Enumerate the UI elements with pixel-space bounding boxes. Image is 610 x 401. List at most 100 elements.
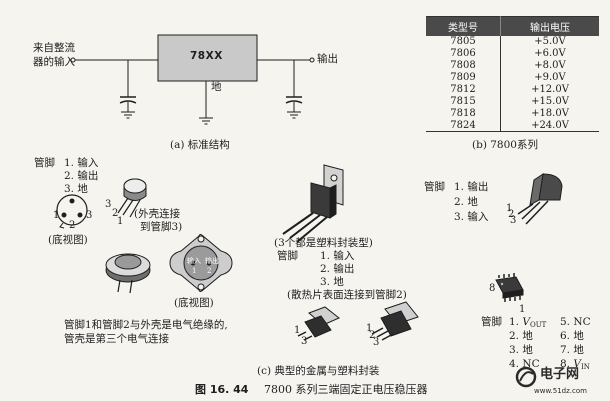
input-label-line1: 来自整流 bbox=[33, 42, 75, 54]
table-row: 7815 +15.0V bbox=[426, 95, 599, 108]
output-label: 输出 bbox=[317, 53, 338, 65]
to3-pin-1-number: 1 bbox=[192, 267, 197, 275]
input-label-line2: 器的输入 bbox=[33, 56, 75, 68]
ground-symbol-input-cap bbox=[121, 111, 135, 119]
soic-pin-8-name: V bbox=[573, 358, 581, 370]
voltage-cell: +12.0V bbox=[500, 83, 599, 96]
soic-pin-4-num: 4. bbox=[509, 358, 520, 370]
figure-caption: 图 16. 44 7800 系列三端固定正电压稳压器 bbox=[195, 384, 427, 395]
plastic-note: (3个都是塑料封装型) bbox=[274, 237, 373, 249]
to39-bottom-view-label: (底视图) bbox=[48, 234, 88, 246]
to39-side-pin-3: 3 bbox=[105, 199, 112, 210]
d2pak-package bbox=[371, 301, 419, 341]
input-terminal bbox=[70, 57, 76, 63]
soic-pin-5-name: NC bbox=[573, 316, 591, 328]
soic-pin-7-name: 地 bbox=[573, 344, 584, 356]
d2pak-pin-1-number: 1 bbox=[366, 323, 373, 334]
soic-pin-4: 4. NC bbox=[509, 359, 540, 370]
to39-bottom-view bbox=[56, 194, 88, 229]
table-row: 7818+18.0V bbox=[426, 107, 599, 120]
soic-pin-3-name: 地 bbox=[522, 344, 533, 356]
soic8-package bbox=[495, 273, 524, 302]
type-cell: 7806 bbox=[450, 48, 476, 60]
to92-package bbox=[517, 172, 563, 225]
series-table: 类型号 输出电压 7805+5.0V 7806+6.0V 7808+8.0V 7… bbox=[426, 16, 599, 133]
plastic-pin-1: 1. 输入 bbox=[320, 250, 355, 262]
table-row: 7808 +8.0V bbox=[426, 59, 599, 72]
to3-bottom-view bbox=[169, 234, 233, 292]
soic-pin-2: 2. 地 bbox=[509, 331, 533, 342]
to3-pin-out-label: 输出 bbox=[205, 257, 219, 265]
soic-pin-6-name: 地 bbox=[573, 330, 584, 342]
soic-pin-1-num: 1. bbox=[509, 316, 520, 328]
to92-pin-2-number: 2 bbox=[508, 209, 515, 220]
soic-pin-8: 8. VIN bbox=[560, 359, 590, 371]
to92-pin-2: 2. 地 bbox=[454, 196, 478, 208]
caption-b: (b) 7800系列 bbox=[472, 139, 538, 151]
to92-pin-1-number: 1 bbox=[506, 203, 513, 214]
watermark-logo-icon bbox=[515, 366, 537, 388]
to92-pin-3-number: 3 bbox=[510, 215, 517, 226]
output-terminal bbox=[309, 57, 315, 63]
to39-pin-1-number: 1 bbox=[53, 210, 60, 221]
dpak-pin-3-number: 3 bbox=[301, 336, 308, 347]
metal-pin-1: 1. 输入 bbox=[64, 157, 99, 169]
case-note-line2: 到管脚3) bbox=[140, 221, 183, 233]
header-voltage: 输出电压 bbox=[500, 16, 599, 36]
to92-pin-1: 1. 输出 bbox=[454, 181, 489, 193]
case-note-line1: (外壳连接 bbox=[134, 208, 181, 220]
soic-pin-1: 1. VOUT bbox=[509, 317, 546, 329]
to3-pin-2-number: 2 bbox=[207, 267, 212, 275]
ground-symbol-output-cap bbox=[287, 111, 301, 119]
soic-pin-4-name: NC bbox=[522, 358, 540, 370]
to3-package bbox=[105, 253, 151, 294]
type-cell: 7815 bbox=[450, 95, 476, 107]
soic-pin-7: 7. 地 bbox=[560, 345, 584, 356]
ground-symbol-regulator bbox=[199, 117, 213, 125]
soic-pin-8-num: 8. bbox=[560, 358, 571, 370]
part-number-label: 78XX bbox=[190, 50, 223, 62]
soic-pin-8-number: 8 bbox=[489, 283, 496, 294]
to92-pin-title: 管脚 bbox=[424, 181, 445, 193]
soic-pin-8-sub: IN bbox=[580, 363, 590, 371]
voltage-cell: +9.0V bbox=[500, 71, 599, 84]
soic-pin-1-name: V bbox=[522, 316, 530, 328]
plastic-pin-title: 管脚 bbox=[277, 250, 298, 262]
heatsink-note: (散热片表面连接到管脚2) bbox=[287, 289, 407, 301]
voltage-cell: +24.0V bbox=[500, 119, 599, 133]
to3-pin-in-label: 输入 bbox=[187, 257, 201, 265]
dpak-package bbox=[297, 306, 340, 341]
to39-side-pin-2: 2 bbox=[112, 208, 119, 219]
ground-label: 地 bbox=[211, 81, 222, 93]
voltage-cell: +8.0V bbox=[500, 59, 599, 72]
table-row: 7824+24.0V bbox=[426, 119, 599, 133]
plastic-pin-3: 3. 地 bbox=[320, 276, 344, 288]
table-row: 7812 +12.0V bbox=[426, 83, 599, 96]
to39-pin-2-number: 2 bbox=[69, 220, 76, 231]
soic-pin-6-num: 6. bbox=[560, 330, 571, 342]
soic-pin-title: 管脚 bbox=[481, 316, 502, 328]
type-cell: 7808 bbox=[450, 60, 476, 72]
voltage-cell: +5.0V bbox=[500, 36, 599, 48]
type-cell: 7812 bbox=[450, 84, 476, 95]
metal-pin-3: 3. 地 bbox=[64, 183, 88, 195]
soic-pin-6: 6. 地 bbox=[560, 331, 584, 342]
to39-pin-3-number: 3 bbox=[86, 210, 93, 221]
d2pak-pin-2-number: 2 bbox=[369, 330, 376, 341]
to39-side-pin-1: 1 bbox=[117, 216, 124, 227]
header-type: 类型号 bbox=[426, 16, 501, 36]
to39-package bbox=[117, 178, 147, 218]
figure-title: 7800 系列三端固定正电压稳压器 bbox=[263, 383, 428, 396]
soic-pin-3-num: 3. bbox=[509, 344, 520, 356]
d2pak-pin-3-number: 3 bbox=[373, 337, 380, 348]
type-cell: 7824 bbox=[426, 119, 501, 133]
output-cap-plate-bottom bbox=[285, 100, 303, 104]
to92-pin-3: 3. 输入 bbox=[454, 211, 489, 223]
metal-note-line1: 管脚1和管脚2与外壳是电气绝缘的, bbox=[64, 319, 228, 331]
caption-c: (c) 典型的金属与塑料封装 bbox=[257, 365, 380, 377]
table-row: 7805+5.0V bbox=[426, 36, 599, 48]
metal-note-line2: 管壳是第三个电气连接 bbox=[64, 333, 169, 345]
table-row: 7809 +9.0V bbox=[426, 71, 599, 84]
type-cell: 7809 bbox=[450, 72, 476, 84]
voltage-cell: +15.0V bbox=[500, 95, 599, 108]
